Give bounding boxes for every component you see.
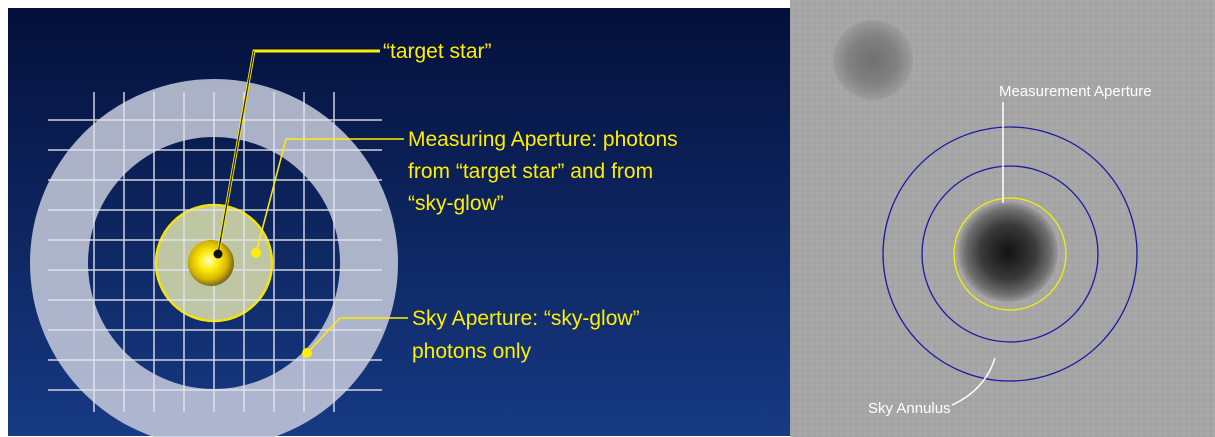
- target-star-image: [958, 202, 1058, 302]
- target-star-callout: “target star”: [213, 40, 492, 259]
- sky-annulus-inner-ring: [921, 165, 1099, 343]
- target-star: [188, 240, 234, 286]
- measurement-aperture-callout: Measurement Aperture: [999, 83, 1152, 203]
- target-star-label: “target star”: [383, 40, 492, 63]
- sky-annulus-callout: Sky Annulus: [868, 357, 996, 417]
- measurement-aperture-ring: [953, 197, 1067, 311]
- sky-aperture-callout: Sky Aperture: “sky-glow” photons only: [302, 307, 640, 363]
- background-star: [833, 20, 913, 100]
- callout-line-inner: [217, 50, 255, 255]
- sky-annulus-outer-ring: [882, 126, 1138, 382]
- left-panel: “target star” Measuring Aperture: photon…: [8, 8, 790, 437]
- callout-dot: [251, 248, 261, 258]
- callout-line: [306, 317, 408, 354]
- sky-aperture-label-line-2: photons only: [412, 340, 532, 363]
- sky-annulus-label: Sky Annulus: [868, 400, 951, 417]
- callout-dot: [302, 348, 312, 358]
- callout-line: [255, 138, 404, 254]
- measuring-aperture-label-line-1: Measuring Aperture: photons: [408, 128, 678, 151]
- callout-dot: [213, 249, 223, 259]
- measuring-aperture-label-line-2: from “target star” and from: [408, 160, 653, 183]
- callout-line: [951, 357, 996, 406]
- measuring-aperture-callout: Measuring Aperture: photons from “target…: [251, 128, 678, 258]
- right-panel: Measurement Aperture Sky Annulus: [790, 0, 1215, 437]
- measuring-aperture-label-line-3: “sky-glow”: [408, 192, 504, 215]
- sky-aperture-label-line-1: Sky Aperture: “sky-glow”: [412, 307, 640, 330]
- measurement-aperture-label: Measurement Aperture: [999, 83, 1152, 100]
